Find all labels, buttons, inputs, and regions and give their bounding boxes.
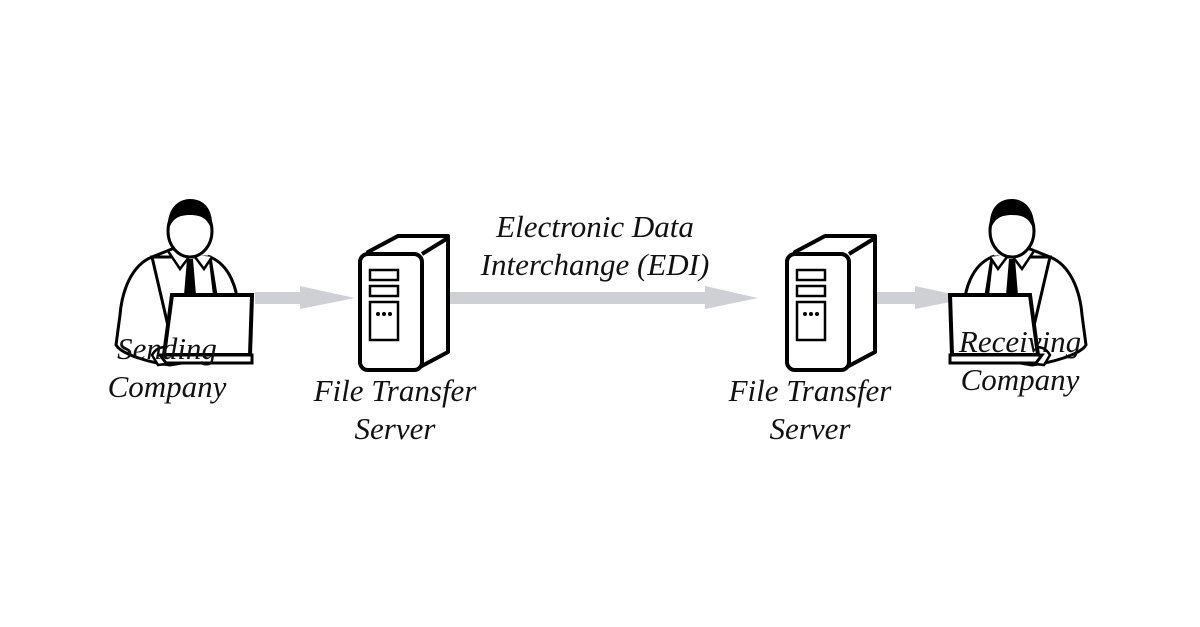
label-line: Server	[769, 411, 851, 446]
label-line: Company	[107, 369, 227, 404]
label-line: Sending	[117, 331, 217, 366]
arrow-edi	[448, 286, 758, 309]
label-line: Server	[354, 411, 436, 446]
arrow-sender-to-server	[255, 286, 355, 309]
edi-label: Electronic Data Interchange (EDI)	[455, 208, 735, 284]
label-line: Electronic Data	[496, 209, 694, 244]
label-line: Company	[960, 362, 1080, 397]
label-line: Receiving	[958, 324, 1082, 359]
server-icon-2	[785, 234, 877, 372]
server1-label: File Transfer Server	[290, 372, 500, 448]
server-icon-1	[358, 234, 450, 372]
label-line: Interchange (EDI)	[480, 247, 710, 282]
label-line: File Transfer	[728, 373, 892, 408]
arrow-server-to-receiver	[870, 286, 970, 309]
label-line: File Transfer	[313, 373, 477, 408]
server2-label: File Transfer Server	[705, 372, 915, 448]
receiving-company-label: Receiving Company	[940, 323, 1100, 399]
sending-company-label: Sending Company	[92, 330, 242, 406]
